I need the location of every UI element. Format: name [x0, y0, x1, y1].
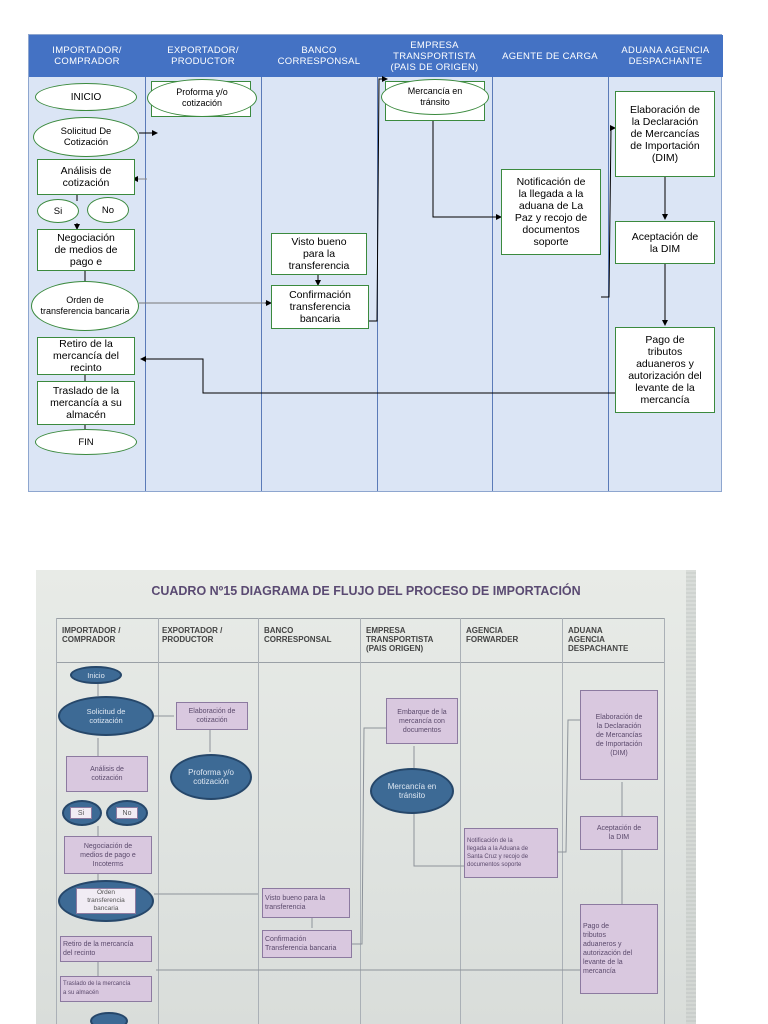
photo-node-elaboracion-cotizacion: Elaboración de cotización — [176, 702, 248, 730]
photo-lane-header-transportista: EMPRESA TRANSPORTISTA (PAIS ORIGEN) — [366, 626, 434, 653]
node-si: Si — [37, 199, 79, 223]
lane-divider — [145, 77, 146, 491]
photo-node-solicitud: Solicitud de cotización — [58, 696, 154, 736]
node-negociacion: Negociación de medios de pago e — [37, 229, 135, 271]
node-no: No — [87, 197, 129, 223]
photo-node-embarque: Embarque de la mercancía con documentos — [386, 698, 458, 744]
lane-divider — [460, 618, 461, 1024]
node-elaboracion-dim: Elaboración de la Declaración de Mercanc… — [615, 91, 715, 177]
photo-title: CUADRO Nº15 DIAGRAMA DE FLUJO DEL PROCES… — [151, 584, 581, 598]
flowchart-top: IMPORTADOR/ COMPRADOR EXPORTADOR/ PRODUC… — [28, 34, 723, 492]
node-mercancia-transito: Mercancía en tránsito — [381, 79, 489, 115]
node-proforma: Proforma y/o cotización — [147, 79, 257, 117]
node-notificacion-llegada: Notificación de la llegada a la aduana d… — [501, 169, 601, 255]
photo-node-visto-bueno: Visto bueno para la transferencia — [262, 888, 350, 918]
lane-divider — [664, 618, 665, 1024]
photo-node-si: Si — [70, 807, 92, 819]
node-pago-tributos: Pago de tributos aduaneros y autorizació… — [615, 327, 715, 413]
node-fin: FIN — [35, 429, 137, 455]
photo-node-negociacion: Negociación de medios de pago e Incoterm… — [64, 836, 152, 874]
node-inicio: INICIO — [35, 83, 137, 111]
photo-node-proforma: Proforma y/o cotización — [170, 754, 252, 800]
lane-divider — [258, 618, 259, 1024]
photo-node-orden: Orden transferencia bancaria — [76, 888, 136, 914]
lane-divider — [56, 618, 57, 1024]
photo-node-analisis: Análisis de cotización — [66, 756, 148, 792]
lane-divider — [261, 77, 262, 491]
connector-lines — [74, 76, 668, 429]
photo-lane-header-forwarder: AGENCIA FORWARDER — [466, 626, 519, 644]
photo-node-aceptacion-dim: Aceptación de la DIM — [580, 816, 658, 850]
photo-node-inicio: Inicio — [70, 666, 122, 684]
photo-lane-header-importador: IMPORTADOR / COMPRADOR — [62, 626, 121, 644]
photo-lane-header-aduana: ADUANA AGENCIA DESPACHANTE — [568, 626, 629, 653]
node-aceptacion-dim: Aceptación de la DIM — [615, 221, 715, 264]
lane-header-aduana: ADUANA AGENCIA DESPACHANTE — [608, 35, 723, 77]
node-retiro-mercancia: Retiro de la mercancía del recinto — [37, 337, 135, 375]
node-orden-transferencia: Orden de transferencia bancaria — [31, 281, 139, 331]
photo-node-pago-tributos: Pago de tributos aduaneros y autorizació… — [580, 904, 658, 994]
lane-header-transportista: EMPRESA TRANSPORTISTA (PAIS DE ORIGEN) — [377, 35, 492, 77]
lane-header-importador: IMPORTADOR/ COMPRADOR — [29, 35, 145, 77]
photo-node-traslado: Traslado de la mercancía a su almacén — [60, 976, 152, 1002]
photo-node-notificacion: Notificación de la llegada a la Aduana d… — [464, 828, 558, 878]
photo-connector-lines — [97, 682, 623, 976]
lane-divider — [360, 618, 361, 1024]
lane-header-banco: BANCO CORRESPONSAL — [261, 35, 377, 77]
lane-divider — [608, 77, 609, 491]
lane-divider — [562, 618, 563, 1024]
photo-node-retiro: Retiro de la mercancía del recinto — [60, 936, 152, 962]
lane-header-agente: AGENTE DE CARGA — [492, 35, 608, 77]
node-traslado-mercancia: Traslado de la mercancía a su almacén — [37, 381, 135, 425]
photo-node-fin-ellipse — [90, 1012, 128, 1024]
node-confirmacion-transferencia: Confirmación transferencia bancaria — [271, 285, 369, 329]
lane-header-exportador: EXPORTADOR/ PRODUCTOR — [145, 35, 261, 77]
lane-divider — [158, 618, 159, 1024]
node-solicitud-cotizacion: Solicitud De Cotización — [33, 117, 139, 157]
photo-lane-header-exportador: EXPORTADOR / PRODUCTOR — [162, 626, 223, 644]
photo-edge-ruler — [686, 570, 696, 1024]
photo-node-mercancia-transito: Mercancía en tránsito — [370, 768, 454, 814]
lane-divider — [492, 77, 493, 491]
photo-node-no: No — [116, 807, 138, 819]
node-analisis-cotizacion: Análisis de cotización — [37, 159, 135, 195]
photo-node-elaboracion-dim: Elaboración de la Declaración de Mercanc… — [580, 690, 658, 780]
photo-node-confirmacion: Confirmación Transferencia bancaria — [262, 930, 352, 958]
photo-lane-header-banco: BANCO CORRESPONSAL — [264, 626, 332, 644]
flowchart-photo: CUADRO Nº15 DIAGRAMA DE FLUJO DEL PROCES… — [36, 570, 696, 1024]
node-visto-bueno: Visto bueno para la transferencia — [271, 233, 367, 275]
